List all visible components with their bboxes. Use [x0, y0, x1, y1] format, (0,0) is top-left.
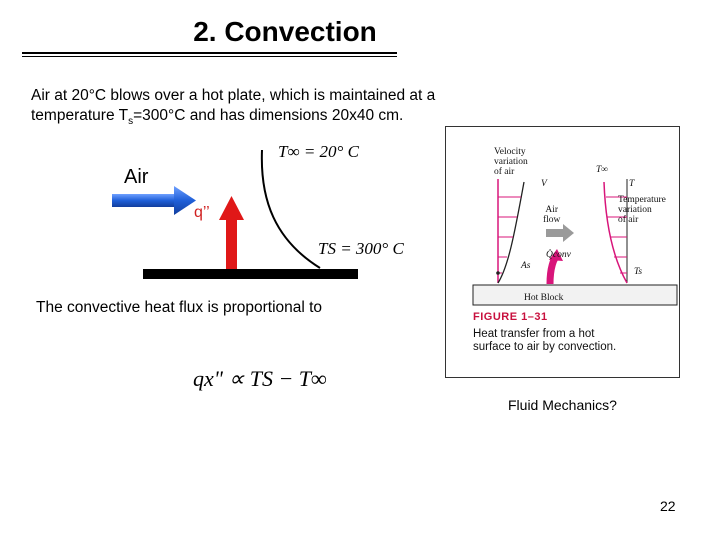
velocity-label-1: Velocity [494, 147, 526, 157]
temp-label-1: Temperature [618, 195, 666, 205]
hot-block-label: Hot Block [524, 293, 564, 303]
air-label: Air [124, 166, 149, 188]
air-arrow-icon [112, 186, 196, 215]
hot-plate [143, 269, 358, 279]
convection-proportionality-equation: qx" ∝ TS − T∞ [193, 366, 327, 391]
convection-diagram [112, 149, 358, 279]
figure-caption-line-1: Heat transfer from a hot [473, 328, 595, 340]
surface-temperature-label: TS = 300° C [318, 239, 404, 258]
temperature-profile-curve [260, 149, 321, 269]
air-flow-label: Air flow [543, 205, 560, 225]
velocity-variation-label: Velocity variation of air [494, 147, 528, 177]
figure-illustration [472, 179, 678, 306]
problem-line-2-text: temperature T [31, 107, 129, 124]
slide-title: 2. Convection [193, 16, 377, 47]
problem-line-1: Air at 20°C blows over a hot plate, whic… [31, 87, 436, 104]
figure-caption: Heat transfer from a hot surface to air … [473, 328, 616, 354]
free-stream-temperature-label: T∞ = 20° C [278, 142, 359, 161]
velocity-label-3: of air [494, 167, 515, 177]
title-underline [22, 52, 397, 54]
subscript-s: s [128, 116, 134, 128]
textbook-figure: Velocity variation of air T∞ V T Air flo… [445, 126, 680, 378]
figure-q-conv: Q̇conv [546, 250, 571, 260]
figure-t-symbol: T [629, 179, 635, 189]
flux-statement: The convective heat flux is proportional… [36, 299, 323, 316]
fluid-mechanics-caption: Fluid Mechanics? [508, 397, 617, 413]
page-number: 22 [660, 498, 676, 514]
temperature-variation-label: Temperature variation of air [618, 195, 666, 225]
heat-flux-label: q’’ [194, 204, 210, 221]
problem-statement: Air at 20°C blows over a hot plate, whic… [31, 86, 491, 132]
temp-label-2: variation [618, 205, 652, 215]
problem-line-2-rest: =300°C and has dimensions 20x40 cm. [133, 107, 404, 124]
title-underline-thin [22, 56, 397, 57]
temp-label-3: of air [618, 215, 639, 225]
figure-ts-symbol: Ts [634, 267, 643, 277]
air-flow-label-1: Air [545, 205, 559, 215]
heat-flux-arrow-icon [219, 196, 244, 270]
figure-caption-line-2: surface to air by convection. [473, 341, 617, 353]
figure-number: FIGURE 1–31 [473, 311, 548, 323]
velocity-label-2: variation [494, 157, 528, 167]
figure-as-symbol: As [521, 261, 531, 271]
figure-t-inf: T∞ [596, 165, 609, 175]
air-flow-label-2: flow [543, 215, 561, 225]
problem-line-2: temperature Ts=300°C and has dimensions … [31, 106, 491, 132]
figure-v-symbol: V [541, 179, 547, 189]
